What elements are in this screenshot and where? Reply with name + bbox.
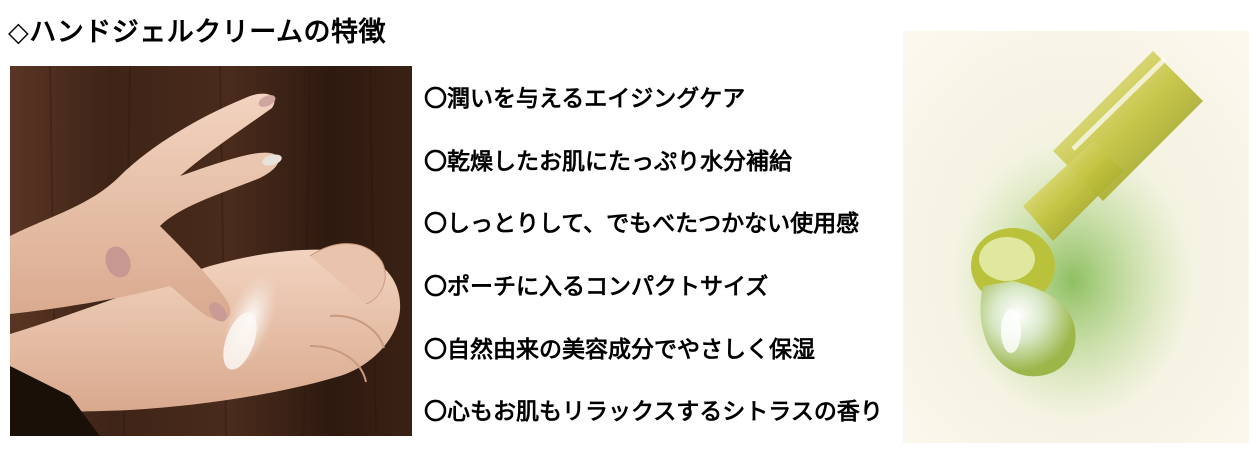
feature-item: 〇しっとりして、でもべたつかない使用感 — [424, 211, 860, 238]
feature-item: 〇乾燥したお肌にたっぷり水分補給 — [424, 148, 792, 175]
dropper-oil-photo — [903, 31, 1249, 443]
feature-item: 〇潤いを与えるエイジングケア — [424, 86, 746, 112]
feature-item: 〇心もお肌もリラックスするシトラスの香り — [424, 399, 883, 426]
feature-item: 〇自然由来の美容成分でやさしく保湿 — [424, 336, 815, 363]
feature-item: 〇ポーチに入るコンパクトサイズ — [424, 274, 769, 301]
feature-list: 〇潤いを与えるエイジングケア 〇乾燥したお肌にたっぷり水分補給 〇しっとりして、… — [424, 74, 894, 450]
hand-cream-photo — [10, 66, 412, 436]
page-title: ◇ハンドジェルクリームの特徴 — [8, 17, 386, 48]
